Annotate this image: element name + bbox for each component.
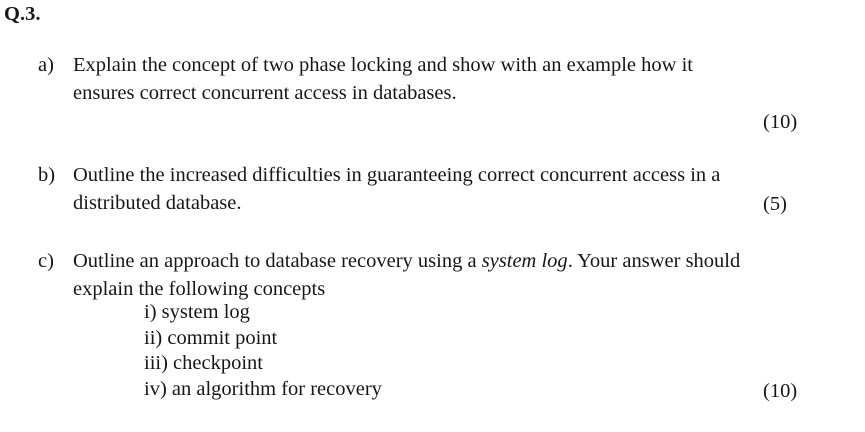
- part-c-text-line-2: explain the following concepts: [73, 278, 326, 300]
- part-c-label: c): [38, 250, 54, 272]
- part-a-text-line-1: Explain the concept of two phase locking…: [73, 54, 693, 76]
- part-b-marks: (5): [763, 193, 787, 215]
- part-c-line-1-pre: Outline an approach to database recovery…: [73, 250, 482, 272]
- part-c-subitem-iii: iii) checkpoint: [144, 352, 263, 374]
- part-b-label: b): [38, 164, 56, 186]
- question-number: Q.3.: [4, 3, 41, 25]
- part-a-marks: (10): [763, 111, 798, 133]
- part-a-label: a): [38, 54, 54, 76]
- part-c-subitem-ii: ii) commit point: [144, 327, 278, 349]
- part-b-text-line-2: distributed database.: [73, 192, 242, 214]
- part-a-text-line-2: ensures correct concurrent access in dat…: [73, 82, 457, 104]
- part-b-text-line-1: Outline the increased difficulties in gu…: [73, 164, 721, 186]
- part-c-subitem-i: i) system log: [144, 301, 250, 323]
- part-c-text-line-1: Outline an approach to database recovery…: [73, 247, 740, 275]
- part-c-line-1-italic-term: system log: [481, 250, 568, 272]
- part-c-line-1-post: . Your answer should: [567, 250, 741, 272]
- part-c-marks: (10): [763, 380, 798, 402]
- part-c-subitem-iv: iv) an algorithm for recovery: [144, 378, 382, 400]
